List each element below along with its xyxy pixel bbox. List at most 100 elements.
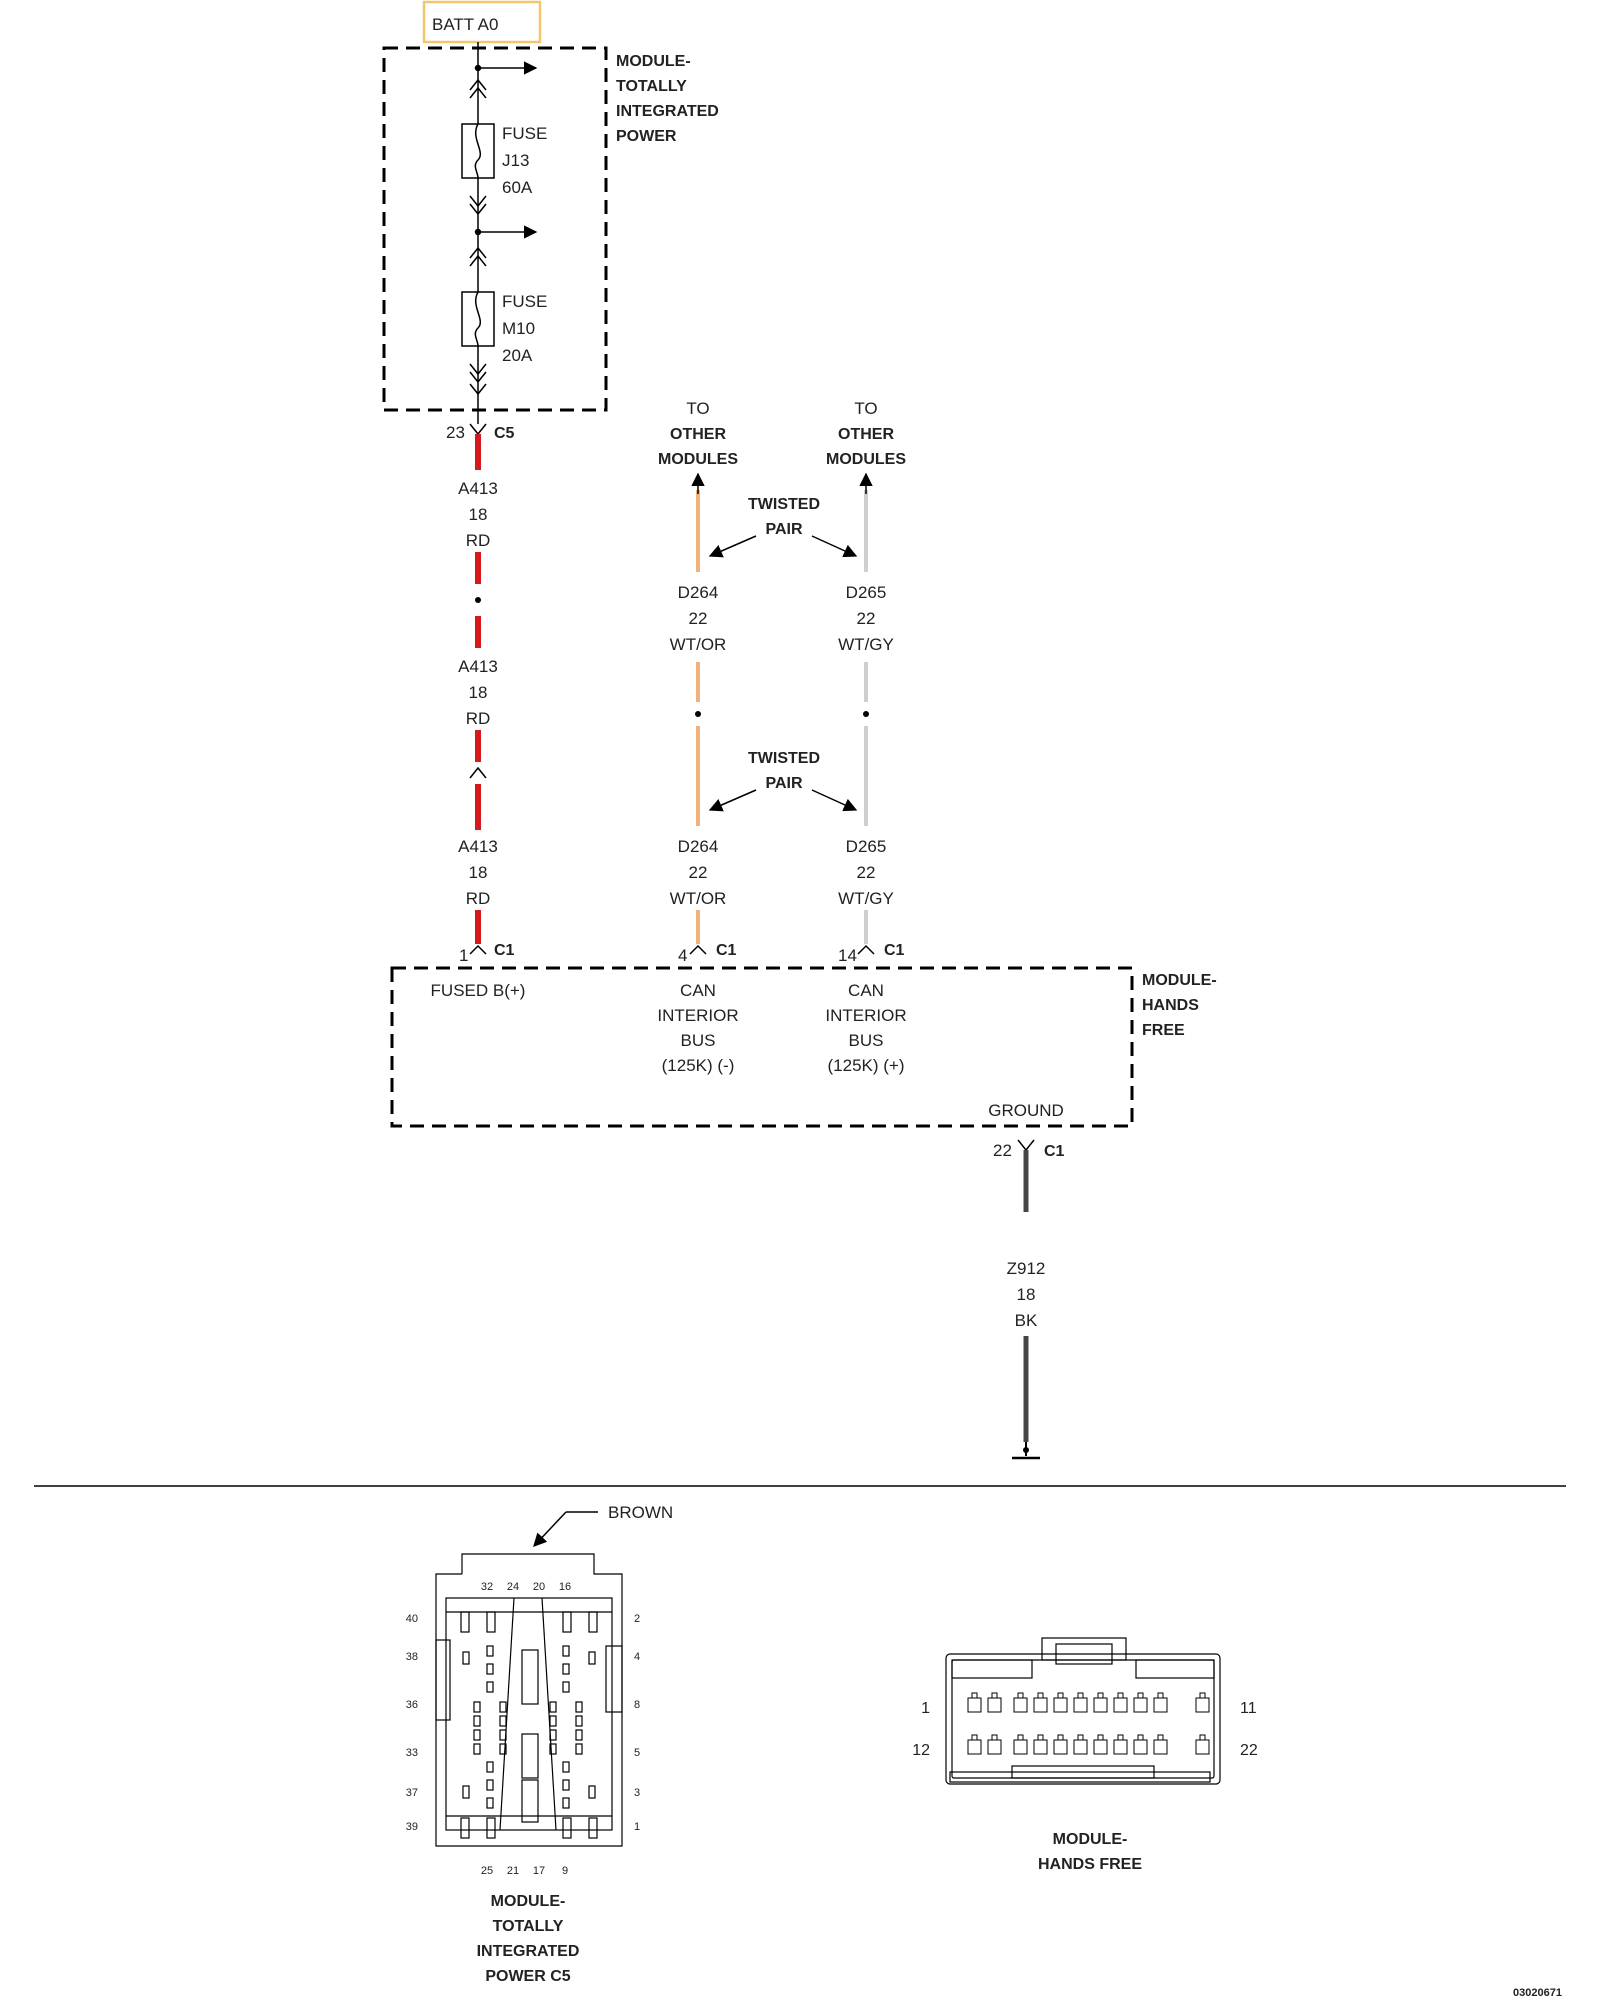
hf-cavity [1073, 1697, 1088, 1713]
svg-text:12: 12 [912, 1742, 930, 1759]
svg-text:22: 22 [857, 863, 876, 882]
svg-text:D264: D264 [678, 583, 719, 602]
svg-text:24: 24 [507, 1581, 519, 1593]
hf-cavity [1113, 1697, 1128, 1713]
svg-text:18: 18 [469, 505, 488, 524]
hf-cavity-latch [1057, 1734, 1064, 1741]
svg-text:TOTALLY: TOTALLY [493, 1918, 564, 1935]
svg-text:2: 2 [634, 1613, 640, 1625]
svg-text:A413: A413 [458, 837, 498, 856]
hf-cavity-latch [971, 1692, 978, 1699]
svg-text:60A: 60A [502, 178, 533, 197]
c5-color-label: BROWN [608, 1503, 673, 1522]
wire-z912-label: Z912 18 BK [1007, 1259, 1046, 1330]
svg-text:D265: D265 [846, 837, 887, 856]
svg-text:22: 22 [689, 609, 708, 628]
c1-connector-pin14 [857, 944, 875, 955]
c5-top-pin-numbers: 32 24 20 16 [481, 1581, 571, 1593]
svg-text:A413: A413 [458, 657, 498, 676]
wire-a413-label-2: A413 18 RD [458, 657, 498, 728]
svg-text:BUS: BUS [681, 1031, 716, 1050]
hf-cavity [967, 1697, 982, 1713]
twisted-pair-arrow-1b [811, 535, 858, 558]
hf-pin22-conn: C1 [1044, 1143, 1065, 1160]
hf-cavity [987, 1739, 1002, 1755]
hf-cavity-latch [1097, 1692, 1104, 1699]
hf-cavity [1153, 1697, 1168, 1713]
svg-text:1: 1 [921, 1700, 930, 1717]
c5-left-pin-numbers: 40 38 36 33 37 39 [406, 1613, 418, 1833]
hf-cavity [1053, 1739, 1068, 1755]
svg-text:WT/OR: WT/OR [670, 635, 727, 654]
svg-text:MODULE-: MODULE- [1142, 972, 1217, 989]
svg-text:RD: RD [466, 531, 491, 550]
tipm-internal-circuit [469, 42, 538, 424]
hf-cavity [1195, 1697, 1210, 1713]
hf-cavity-latch [1137, 1692, 1144, 1699]
fuse-j13-label: FUSE J13 60A [502, 124, 547, 197]
svg-text:FUSE: FUSE [502, 124, 547, 143]
svg-text:22: 22 [689, 863, 708, 882]
wire-a413-label-3: A413 18 RD [458, 837, 498, 908]
hf-cavity [1053, 1697, 1068, 1713]
pin-desc-can-minus: CAN INTERIOR BUS (125K) (-) [657, 981, 738, 1075]
svg-text:POWER: POWER [616, 128, 677, 145]
svg-text:INTEGRATED: INTEGRATED [477, 1943, 580, 1960]
tipm-title: MODULE- TOTALLY INTEGRATED POWER [616, 53, 719, 145]
pin-desc-can-plus: CAN INTERIOR BUS (125K) (+) [825, 981, 906, 1075]
hf-cavity-latch [1077, 1692, 1084, 1699]
svg-text:37: 37 [406, 1787, 418, 1799]
twisted-pair-arrow-1a [708, 535, 757, 558]
ground-symbol [1012, 1442, 1040, 1460]
svg-text:MODULE-: MODULE- [616, 53, 691, 70]
svg-text:TO: TO [854, 399, 877, 418]
svg-text:RD: RD [466, 889, 491, 908]
svg-text:FUSE: FUSE [502, 292, 547, 311]
svg-text:17: 17 [533, 1865, 545, 1877]
tipm-module-box [382, 46, 608, 412]
svg-text:20A: 20A [502, 346, 533, 365]
svg-text:FREE: FREE [1142, 1022, 1185, 1039]
svg-text:TWISTED: TWISTED [748, 750, 820, 767]
hf-pin22-number: 22 [993, 1141, 1012, 1160]
svg-text:D265: D265 [846, 583, 887, 602]
hf-cavity [1033, 1697, 1048, 1713]
hf-pin4-number: 4 [678, 946, 687, 965]
hf-cavity [1093, 1697, 1108, 1713]
c5-connector-name: C5 [494, 425, 515, 442]
c1-connector-pin1 [469, 944, 487, 955]
svg-text:20: 20 [533, 1581, 545, 1593]
splice-dot-a413 [475, 597, 481, 603]
svg-text:32: 32 [481, 1581, 493, 1593]
svg-text:39: 39 [406, 1821, 418, 1833]
wire-d264-label-1: D264 22 WT/OR [670, 583, 727, 654]
svg-text:38: 38 [406, 1651, 418, 1663]
svg-text:8: 8 [634, 1699, 640, 1711]
svg-text:21: 21 [507, 1865, 519, 1877]
svg-text:BK: BK [1015, 1311, 1038, 1330]
splice-dot-d264 [695, 711, 701, 717]
svg-text:36: 36 [406, 1699, 418, 1711]
hands-free-module-box [390, 966, 1134, 1128]
svg-text:INTERIOR: INTERIOR [657, 1006, 738, 1025]
hf-cavity-latch [1199, 1734, 1206, 1741]
pin-desc-fused-b: FUSED B(+) [431, 981, 526, 1000]
batt-source-label: BATT A0 [432, 15, 498, 34]
hf-cavity-latch [1017, 1692, 1024, 1699]
svg-text:18: 18 [469, 683, 488, 702]
hf-cavity [1073, 1739, 1088, 1755]
svg-text:(125K) (+): (125K) (+) [828, 1056, 905, 1075]
hf-connector-face [945, 1637, 1221, 1785]
splice-dot-d265 [863, 711, 869, 717]
c5-connector-caption: MODULE- TOTALLY INTEGRATED POWER C5 [477, 1893, 580, 1985]
svg-text:5: 5 [634, 1747, 640, 1759]
hf-cavity-latch [1157, 1692, 1164, 1699]
svg-text:BUS: BUS [849, 1031, 884, 1050]
svg-text:INTERIOR: INTERIOR [825, 1006, 906, 1025]
batt-source-box [422, 0, 542, 44]
svg-text:A413: A413 [458, 479, 498, 498]
pin-desc-ground: GROUND [988, 1101, 1064, 1120]
hf-cavity [1133, 1739, 1148, 1755]
svg-text:HANDS: HANDS [1142, 997, 1199, 1014]
